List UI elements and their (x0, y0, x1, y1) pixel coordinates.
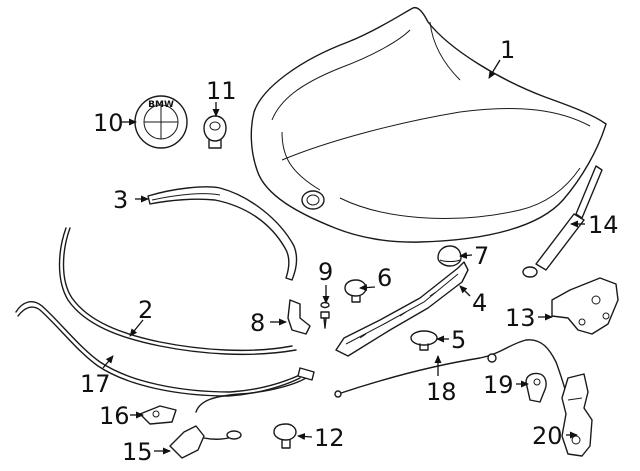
callout-11: 11 (206, 77, 237, 105)
bumper-stop (203, 115, 227, 149)
hood-hinge (551, 277, 619, 335)
grommet (437, 245, 462, 267)
callout-5: 5 (451, 326, 466, 354)
callout-17: 17 (80, 370, 111, 398)
callout-4: 4 (472, 289, 487, 317)
lock-carrier (335, 261, 469, 357)
leader-12 (297, 433, 313, 440)
callout-2: 2 (138, 296, 153, 324)
leader-7 (459, 251, 473, 259)
callout-20: 20 (532, 422, 563, 450)
clip (344, 279, 367, 303)
hood-seal-front (147, 186, 298, 281)
callout-7: 7 (474, 242, 489, 270)
leader-17 (102, 355, 114, 369)
callout-9: 9 (318, 258, 333, 286)
cable-clip (525, 372, 547, 403)
release-cable-rear (334, 339, 571, 407)
safety-catch (169, 425, 242, 459)
hood-latch (561, 373, 593, 457)
callout-6: 6 (377, 264, 392, 292)
callout-8: 8 (250, 309, 265, 337)
leader-2 (129, 319, 144, 337)
hood-release-cable (15, 301, 315, 413)
screw (320, 301, 330, 329)
emblem-roundel: BMW (134, 95, 188, 149)
leader-6 (359, 284, 376, 292)
leader-lines (102, 59, 585, 455)
callout-15: 15 (122, 438, 153, 466)
callout-14: 14 (588, 211, 619, 239)
hood-panel (250, 6, 607, 243)
small-bracket (139, 405, 177, 425)
emblem-text: BMW (148, 100, 174, 110)
callout-1: 1 (500, 36, 515, 64)
callout-18: 18 (426, 378, 457, 406)
support-bracket (287, 299, 311, 335)
cap (410, 330, 438, 351)
hood-seal-long (58, 227, 297, 356)
callout-3: 3 (113, 186, 128, 214)
callout-labels: 1 2 3 4 5 6 7 8 9 10 11 12 13 14 15 16 1… (80, 36, 619, 466)
callout-19: 19 (483, 371, 514, 399)
callout-16: 16 (99, 402, 130, 430)
callout-12: 12 (314, 424, 345, 452)
callout-13: 13 (505, 304, 536, 332)
push-pin (273, 423, 297, 449)
callout-10: 10 (93, 109, 124, 137)
leader-4 (459, 285, 471, 297)
leader-1 (488, 59, 501, 79)
gas-strut (522, 165, 603, 278)
